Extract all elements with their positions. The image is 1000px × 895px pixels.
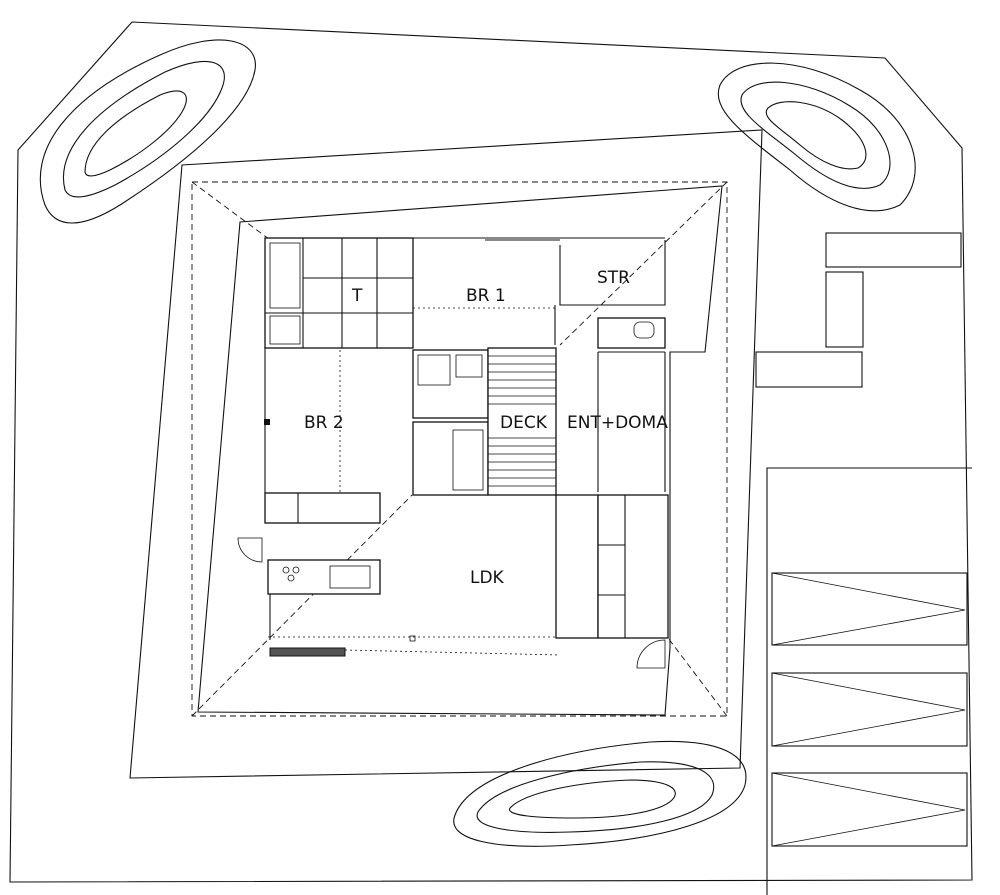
right-side-structures (755, 232, 972, 895)
room-label-bedroom2: BR 2 (304, 413, 344, 433)
roof-eave-line (191, 181, 728, 717)
mound-contours-northeast (717, 62, 916, 212)
interior-walls (237, 237, 669, 669)
room-label-ldk: LDK (470, 568, 505, 588)
room-label-deck: DECK (500, 413, 548, 433)
room-label-storage: STR (597, 268, 630, 288)
mound-contours-south (453, 740, 747, 847)
mound-contours-northwest (39, 39, 256, 224)
room-label-bedroom1: BR 1 (466, 286, 506, 306)
room-label-toilet: T (351, 286, 363, 306)
terrace-outline (129, 129, 763, 779)
room-label-entrance: ENT+DOMA (567, 413, 668, 433)
building-outline (197, 185, 723, 716)
room-labels: T BR 1 STR BR 2 DECK ENT+DOMA LDK (304, 268, 668, 588)
site-boundary (9, 21, 973, 883)
